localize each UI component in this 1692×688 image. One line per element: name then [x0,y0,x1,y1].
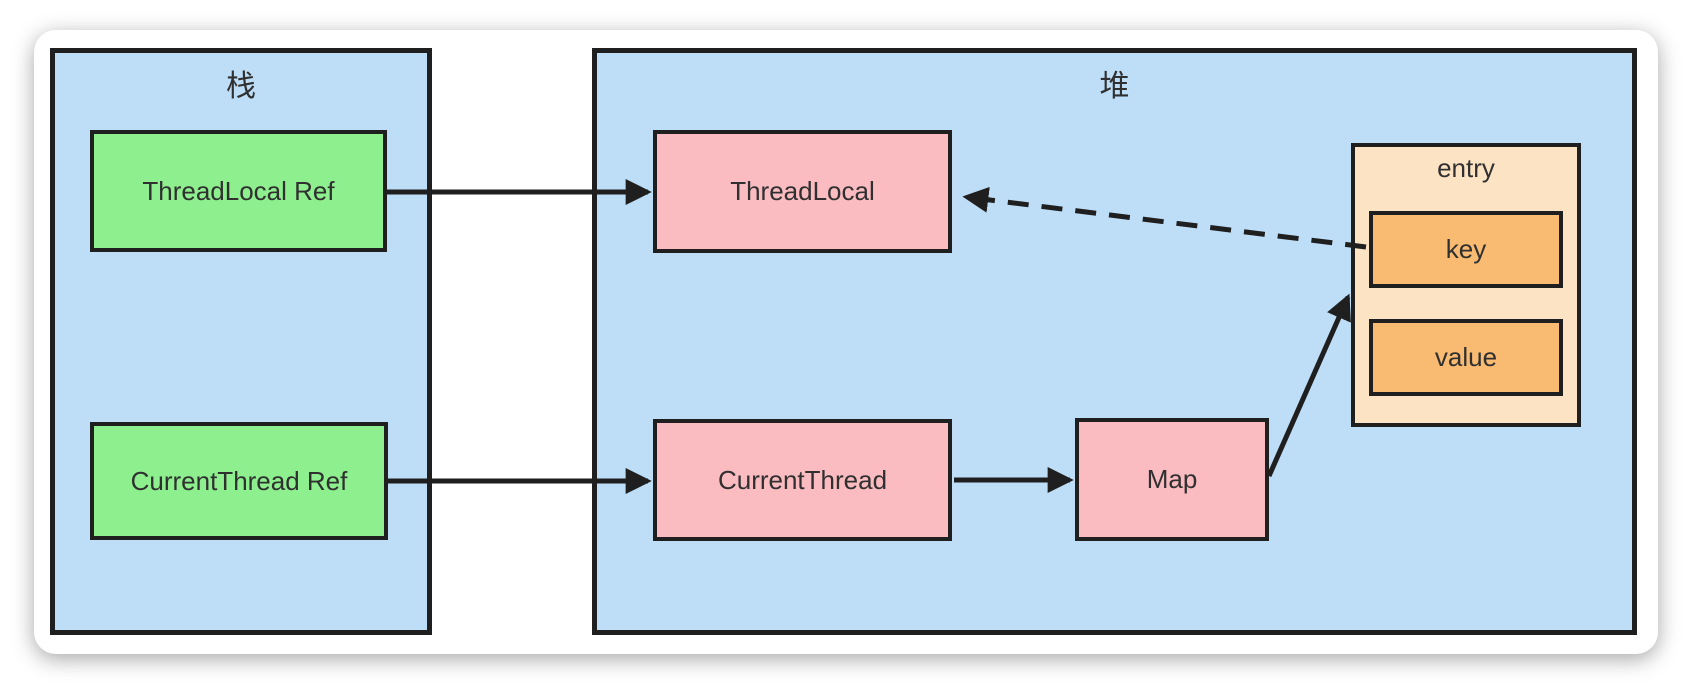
entry-box-title: entry [1437,153,1495,183]
entry-field-key: key [1369,211,1563,288]
entry-field-value: value [1369,319,1563,396]
node-currentthread-ref: CurrentThread Ref [90,422,388,540]
node-threadlocal: ThreadLocal [653,130,952,253]
entry-box: entry key value [1351,143,1581,427]
heap-region-title: 堆 [1099,70,1130,103]
node-map: Map [1075,418,1269,541]
node-threadlocal-ref: ThreadLocal Ref [90,130,387,252]
node-currentthread: CurrentThread [653,419,952,541]
stack-region-title: 栈 [226,70,256,103]
